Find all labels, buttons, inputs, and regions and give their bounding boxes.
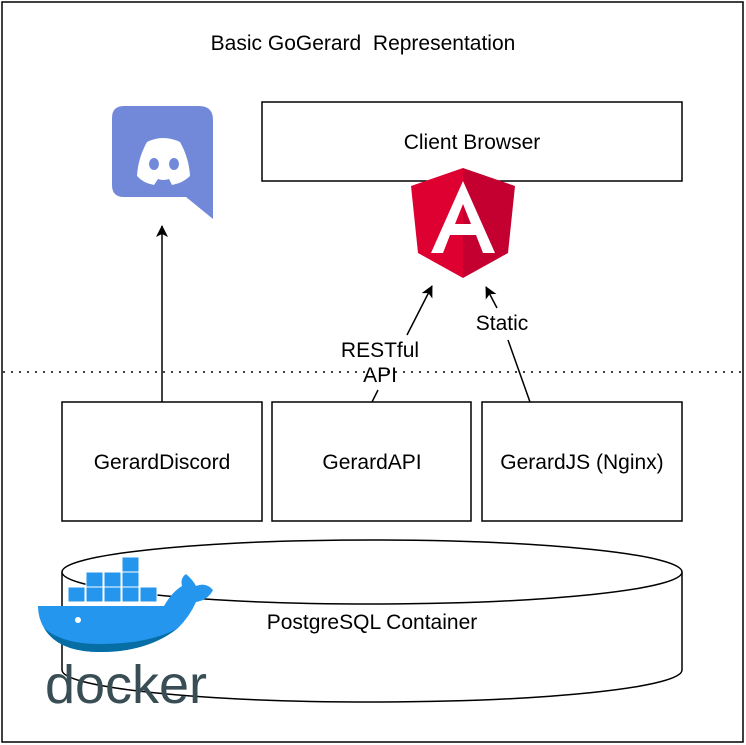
- gerard-api-label: GerardAPI: [322, 451, 421, 474]
- static-arrow-lower: [507, 339, 531, 403]
- gerard-api-box: [271, 401, 472, 522]
- client-browser-label: Client Browser: [404, 131, 541, 154]
- diagram-title: Basic GoGerard Representation: [211, 32, 516, 55]
- gerard-discord-label: GerardDiscord: [94, 451, 231, 474]
- docker-icon: docker: [38, 556, 213, 715]
- gerard-discord-box: [61, 401, 263, 522]
- angular-icon: [411, 168, 515, 278]
- discord-icon: [112, 106, 213, 219]
- static-arrow: [485, 286, 498, 309]
- gerard-js-box: [481, 401, 683, 522]
- static-label: Static: [476, 312, 529, 335]
- restful-api-arrow-lower: [371, 389, 379, 403]
- docker-wordmark: docker: [45, 655, 207, 715]
- postgres-cylinder: [61, 539, 683, 703]
- restful-label-line1: RESTful: [341, 339, 419, 362]
- restful-api-arrow: [406, 285, 433, 336]
- restful-label-line2: API: [363, 364, 397, 387]
- postgres-label: PostgreSQL Container: [267, 611, 478, 634]
- client-browser-box: [261, 101, 683, 182]
- gerard-js-label: GerardJS (Nginx): [500, 451, 663, 474]
